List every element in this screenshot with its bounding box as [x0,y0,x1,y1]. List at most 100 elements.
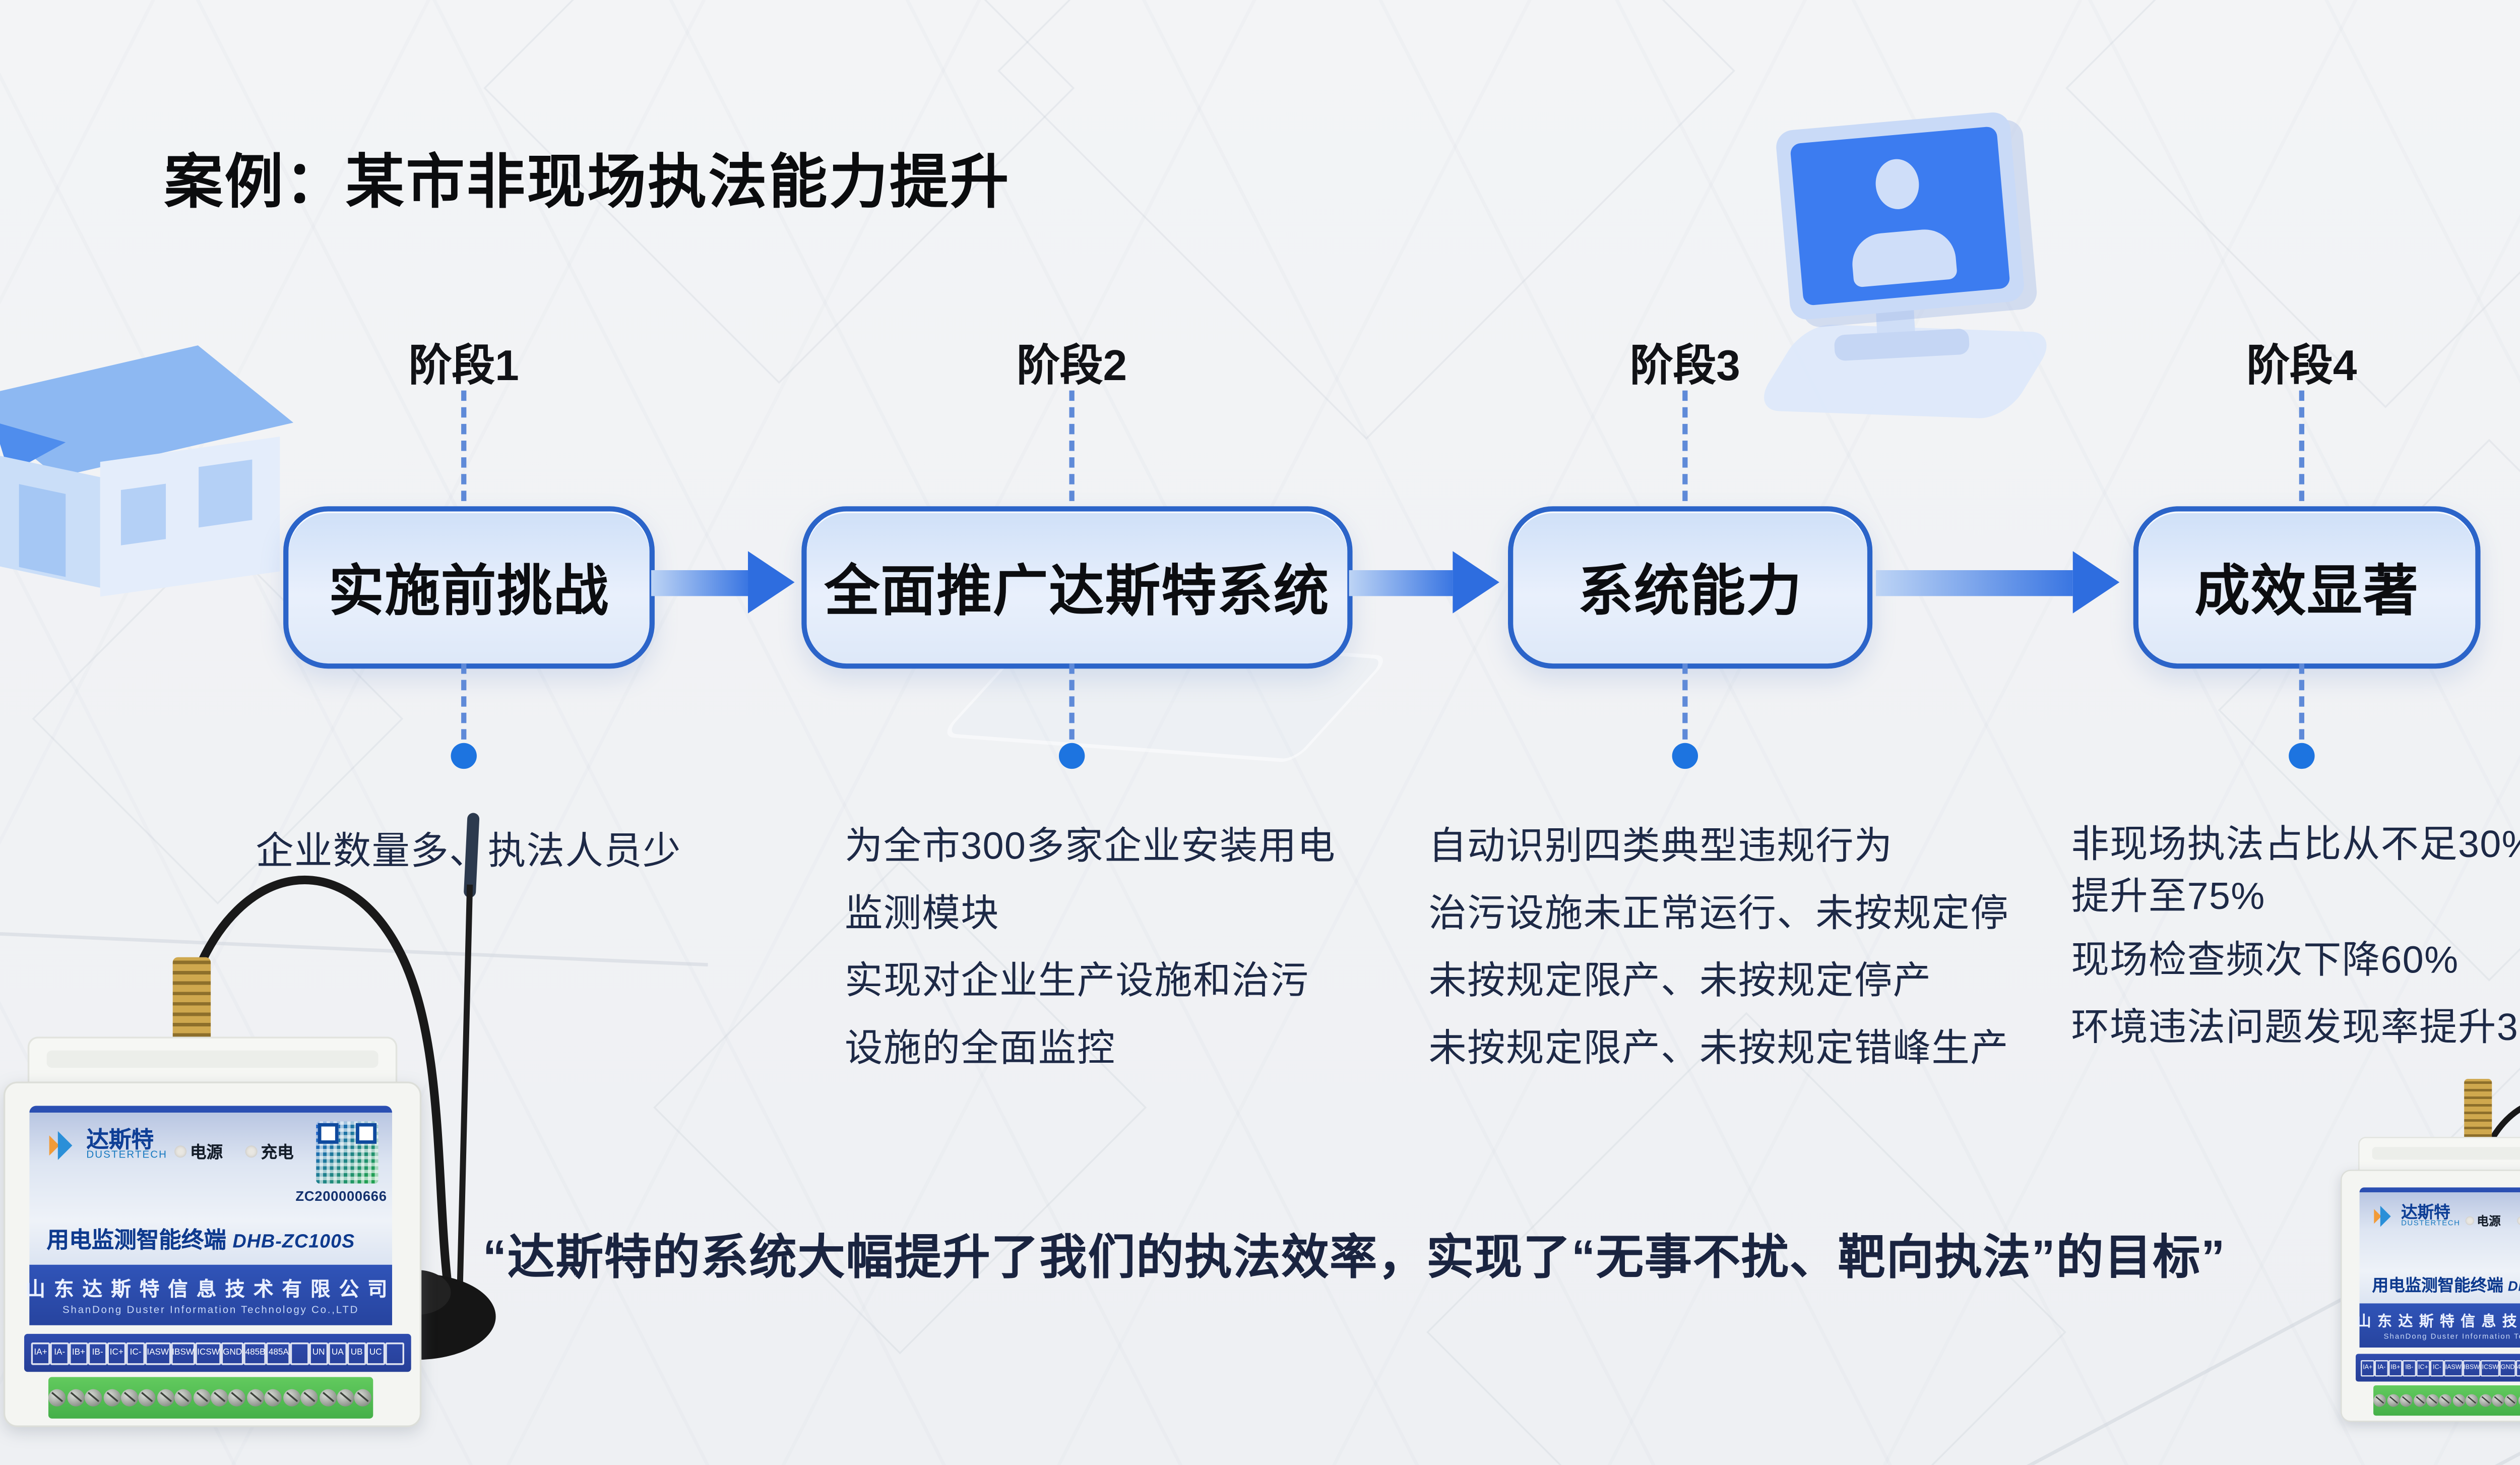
terminal-screw [103,1389,120,1407]
terminal-label: GND [2499,1359,2516,1376]
terminal-label: IBSW [170,1341,196,1364]
timeline-dot [2289,743,2315,769]
terminal-screw [246,1389,264,1407]
terminal-label-strip: IA+ IA- IB+ IB- IC+ IC- IASW IBSW ICSW G… [2356,1354,2520,1382]
led-dot [245,1144,258,1157]
product-name: 用电监测智能终端 DHB-ZC100S [47,1222,355,1254]
stage-label-4: 阶段4 [2246,342,2357,391]
timeline-dot [1672,743,1698,769]
terminal-label: GND [221,1341,244,1364]
arrow-right-icon [651,551,795,614]
led-dot [2517,1215,2520,1225]
terminal-label: IA- [50,1341,70,1364]
device-label-plate: 达斯特 DUSTERTECH 电源 充电 通讯 ZC200000666 用电监测… [29,1106,392,1272]
terminal-label: IB- [88,1341,107,1364]
terminal-label: IB+ [69,1341,88,1364]
detail-line: 环境违法问题发现率提升30% [2071,1005,2520,1049]
monitor-screen [1790,126,2010,306]
building-door [19,484,66,577]
terminal-screw [193,1389,210,1407]
detail-line: 企业数量多、执法人员少 [256,829,681,873]
detail-line: 提升至75% [2071,874,2265,918]
connector-dash [1069,663,1075,740]
terminal-label-strip: IA+ IA- IB+ IB- IC+ IC- IASW IBSW ICSW G… [24,1333,411,1372]
detail-line: 监测模块 [844,891,1000,935]
terminal-screw [2400,1394,2413,1407]
terminal-screw [2439,1394,2452,1407]
terminal-label: ICSW [195,1341,221,1364]
led-power-label: 电源 [190,1143,223,1163]
company-name-cn: 山东达斯特信息技术有限公司 [25,1279,396,1301]
terminal-screw [175,1389,193,1407]
terminal-screw [157,1389,174,1407]
detail-line: 未按规定限产、未按规定错峰生产 [1428,1026,2009,1070]
terminal-label: IC- [2430,1359,2444,1376]
company-band: 山东达斯特信息技术有限公司 ShanDong Duster Informatio… [26,1264,392,1325]
led-power: 电源 [2465,1211,2501,1229]
terminal-label: IA- [2374,1359,2389,1376]
arrow-shaft [1349,569,1453,595]
stage-label-1: 阶段1 [408,342,519,391]
serial-number: ZC200000666 [295,1188,387,1204]
product-name-cn: 用电监测智能终端 [2372,1275,2503,1295]
terminal-label: IC+ [107,1341,127,1364]
terminal-screw [337,1389,354,1407]
testimonial-quote: “达斯特的系统大幅提升了我们的执法效率，实现了“无事不扰、靶向执法”的目标” [482,1230,2226,1284]
connector-dash [2299,663,2305,740]
led-dot [2465,1215,2475,1225]
arrow-head [748,551,795,614]
monitoring-terminal-device: 达斯特 DUSTERTECH 电源 充电 通讯 ZC200000666 用电监测… [2340,1079,2520,1422]
sma-connector [2464,1079,2492,1142]
terminal-label: IC+ [2416,1359,2430,1376]
detail-line: 非现场执法占比从不足30% [2071,822,2520,866]
monitor-frame [1775,111,2026,321]
terminal-screw [319,1389,336,1407]
terminal-label: IC- [126,1341,145,1364]
arrow-shaft [1876,569,2073,595]
terminal-screw [2505,1394,2518,1407]
product-model: DHB-ZC100S [232,1232,355,1253]
stage-label-2: 阶段2 [1017,342,1127,391]
led-power-label: 电源 [2477,1215,2501,1229]
product-name-cn: 用电监测智能终端 [46,1227,227,1253]
led-charge: 充电 [245,1139,294,1163]
detail-line: 治污设施未正常运行、未按规定停 [1428,891,2009,935]
bg-floor-line [0,931,708,967]
brand-name-en: DUSTERTECH [86,1150,168,1162]
connector-dash [461,390,467,501]
terminal-label: IB+ [2388,1359,2403,1376]
terminal-screw [2492,1394,2505,1407]
detail-line: 未按规定限产、未按规定停产 [1428,959,1932,1002]
terminal-screw [2518,1394,2520,1407]
terminal-screw [2374,1394,2387,1407]
terminal-label: 485B [243,1341,267,1364]
terminal-block [2373,1385,2520,1416]
stage-label-3: 阶段3 [1629,342,1740,391]
company-name-en: ShanDong Duster Information Technology C… [62,1305,359,1316]
connector-dash [1682,390,1688,501]
detail-line: 自动识别四类典型违规行为 [1428,824,1893,868]
brand-logo-icon [2374,1205,2391,1227]
terminal-label: ICSW [2481,1359,2500,1376]
device-label-plate: 达斯特 DUSTERTECH 电源 充电 通讯 ZC200000666 用电监测… [2359,1187,2520,1309]
brand-logo-icon [49,1131,73,1160]
detail-line: 实现对企业生产设施和治污 [844,959,1309,1002]
connector-dash [2299,390,2305,501]
company-band: 山东达斯特信息技术有限公司 ShanDong Duster Informatio… [2357,1303,2520,1348]
arrow-head [1453,551,1499,614]
terminal-label: IASW [2444,1359,2463,1376]
terminal-screw [283,1389,300,1407]
terminal-label: 485A [267,1341,290,1364]
sma-connector [172,957,211,1044]
terminal-screw [229,1389,246,1407]
timeline-dot [1058,743,1085,769]
arrow-head [2072,551,2120,614]
brand-text: 达斯特 DUSTERTECH [86,1128,167,1163]
connector-dash [461,663,467,740]
user-icon-body [1850,227,1958,288]
company-name-en: ShanDong Duster Information Technology C… [2383,1333,2520,1341]
terminal-label: IASW [145,1341,170,1364]
brand-logo: 达斯特 DUSTERTECH [2371,1204,2460,1229]
terminal-label: 485B [2515,1359,2520,1376]
